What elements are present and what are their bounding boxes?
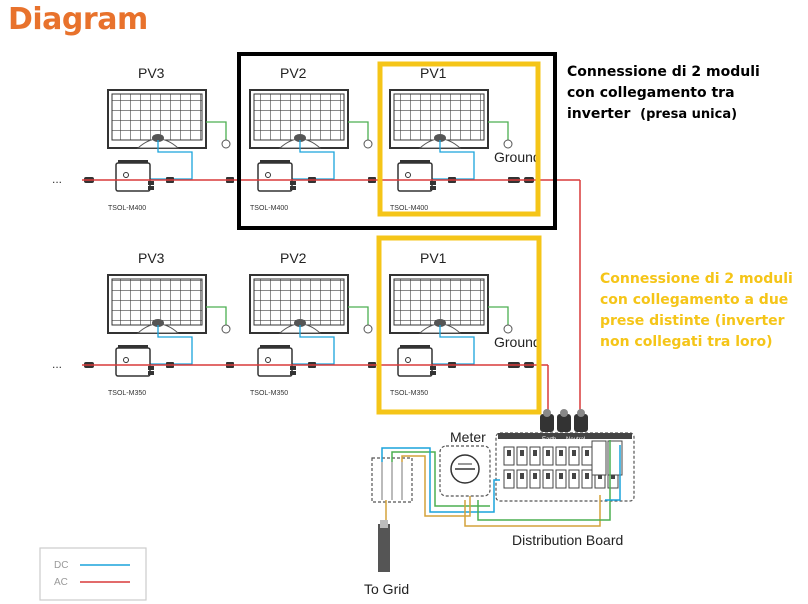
legend-ac-label: AC: [54, 577, 68, 588]
two-outlets-note: Connessione di 2 moduli con collegamento…: [600, 269, 805, 353]
bottom-inverter-model-label: TSOL-M350: [250, 390, 288, 397]
legend-dc-label: DC: [54, 560, 68, 571]
legend: DC AC: [39, 547, 147, 601]
two-outlets-note-line-4: non collegati tra loro): [600, 334, 773, 350]
two-outlets-note-line-1: Connessione di 2 moduli: [600, 271, 793, 287]
bottom-pv-label: PV1: [420, 250, 447, 266]
top-ground-label: Ground: [494, 149, 541, 165]
distribution-board-label: Distribution Board: [512, 532, 623, 548]
top-inverter-model-label: TSOL-M400: [390, 205, 428, 212]
bottom-micro-inverter: [257, 347, 293, 377]
meter-label: Meter: [450, 429, 486, 445]
distribution-board: Earth Neutral: [495, 409, 635, 502]
top-micro-inverter: [115, 162, 151, 192]
mains-wiring: [381, 440, 621, 527]
top-micro-inverter: [257, 162, 293, 192]
bottom-ground-label: Ground: [494, 334, 541, 350]
top-pv-label: PV2: [280, 65, 307, 81]
bottom-micro-inverter: [397, 347, 433, 377]
single-outlet-highlight-box: [237, 52, 557, 230]
ground-icon: [503, 324, 513, 334]
ground-icon: [363, 324, 373, 334]
page-title: Diagram: [8, 2, 148, 37]
ground-icon: [221, 139, 231, 149]
earth-label: Earth: [542, 437, 556, 443]
two-outlets-note-line-2: con collegamento a due: [600, 292, 789, 308]
ac-connectors: [540, 409, 588, 432]
single-outlet-note-line-1: Connessione di 2 moduli: [567, 64, 760, 80]
two-outlets-note-line-3: prese distinte (inverter: [600, 313, 785, 329]
top-inverter-model-label: TSOL-M400: [250, 205, 288, 212]
bottom-pv-label: PV3: [138, 250, 165, 266]
ground-icon: [221, 324, 231, 334]
single-outlet-note-line-3: inverter: [567, 106, 631, 122]
top-row-ellipsis: ...: [52, 172, 62, 186]
meter: [439, 445, 491, 497]
pv1-top-yellow-highlight: [377, 61, 541, 217]
to-grid-label: To Grid: [364, 581, 409, 597]
ground-icon: [363, 139, 373, 149]
top-row-ac-line: [82, 179, 581, 410]
bottom-micro-inverter: [115, 347, 151, 377]
single-outlet-note-suffix: (presa unica): [640, 107, 738, 122]
neutral-label: Neutral: [566, 437, 585, 443]
bottom-inverter-model-label: TSOL-M350: [390, 390, 428, 397]
bottom-row-ac-line: [82, 364, 549, 410]
bottom-pv-label: PV2: [280, 250, 307, 266]
single-outlet-note-line-2: con collegamento tra: [567, 85, 735, 101]
bottom-inverter-model-label: TSOL-M350: [108, 390, 146, 397]
top-micro-inverter: [397, 162, 433, 192]
bottom-row-ellipsis: ...: [52, 357, 62, 371]
grid-connection: [371, 457, 413, 572]
top-pv-label: PV1: [420, 65, 447, 81]
single-outlet-note: Connessione di 2 moduli con collegamento…: [567, 62, 802, 125]
pv1-bottom-yellow-highlight: [376, 235, 542, 415]
top-pv-label: PV3: [138, 65, 165, 81]
ground-icon: [503, 139, 513, 149]
top-inverter-model-label: TSOL-M400: [108, 205, 146, 212]
